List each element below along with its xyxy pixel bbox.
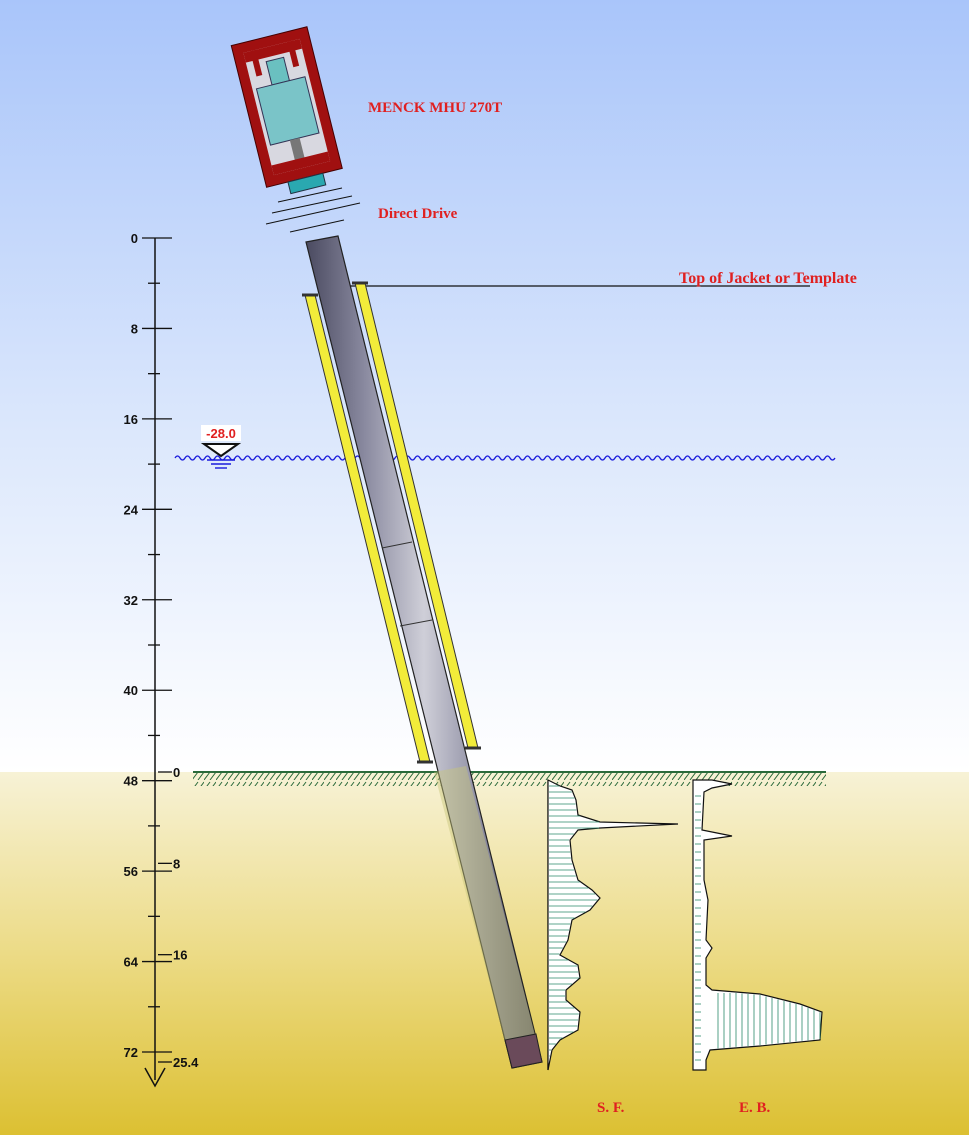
penetration-tick-label: 16 [173,948,187,963]
eb-profile [692,779,823,1071]
direct-drive-lines [265,187,361,233]
depth-tick-label: 8 [131,321,138,336]
sf-profile [547,779,679,1071]
hammer-label: MENCK MHU 270T [368,100,502,116]
water-level-marker [200,443,242,458]
direct-drive-label: Direct Drive [378,206,458,222]
depth-tick-label: 48 [124,774,138,789]
sf-label: S. F. [597,1100,625,1116]
depth-tick-label: 64 [124,955,139,970]
depth-tick-label: 0 [131,231,138,246]
penetration-tick-label: 8 [173,856,180,871]
water-surface: -28.0 [174,425,836,469]
penetration-tick-label: 0 [173,765,180,780]
depth-tick-label: 32 [124,593,138,608]
depth-tick-label: 40 [124,683,138,698]
penetration-tick-label: 25.4 [173,1055,199,1070]
jacket-top-label: Top of Jacket or Template [679,270,857,287]
depth-tick-label: 56 [124,864,138,879]
hammer [230,26,343,195]
pile [305,235,543,1069]
depth-scale: 0 8 16 24 32 40 48 56 64 72 [124,231,172,1088]
penetration-scale: 0 8 16 25.4 [158,765,199,1070]
depth-tick-label: 16 [124,412,138,427]
water-level-label: -28.0 [206,426,236,441]
mudline [193,771,826,786]
depth-tick-label: 24 [124,502,139,517]
eb-label: E. B. [739,1100,771,1116]
jacket-sleeve [302,281,481,764]
water-level-label-box [201,425,241,441]
depth-tick-label: 72 [124,1045,138,1060]
sky-background [0,0,969,772]
